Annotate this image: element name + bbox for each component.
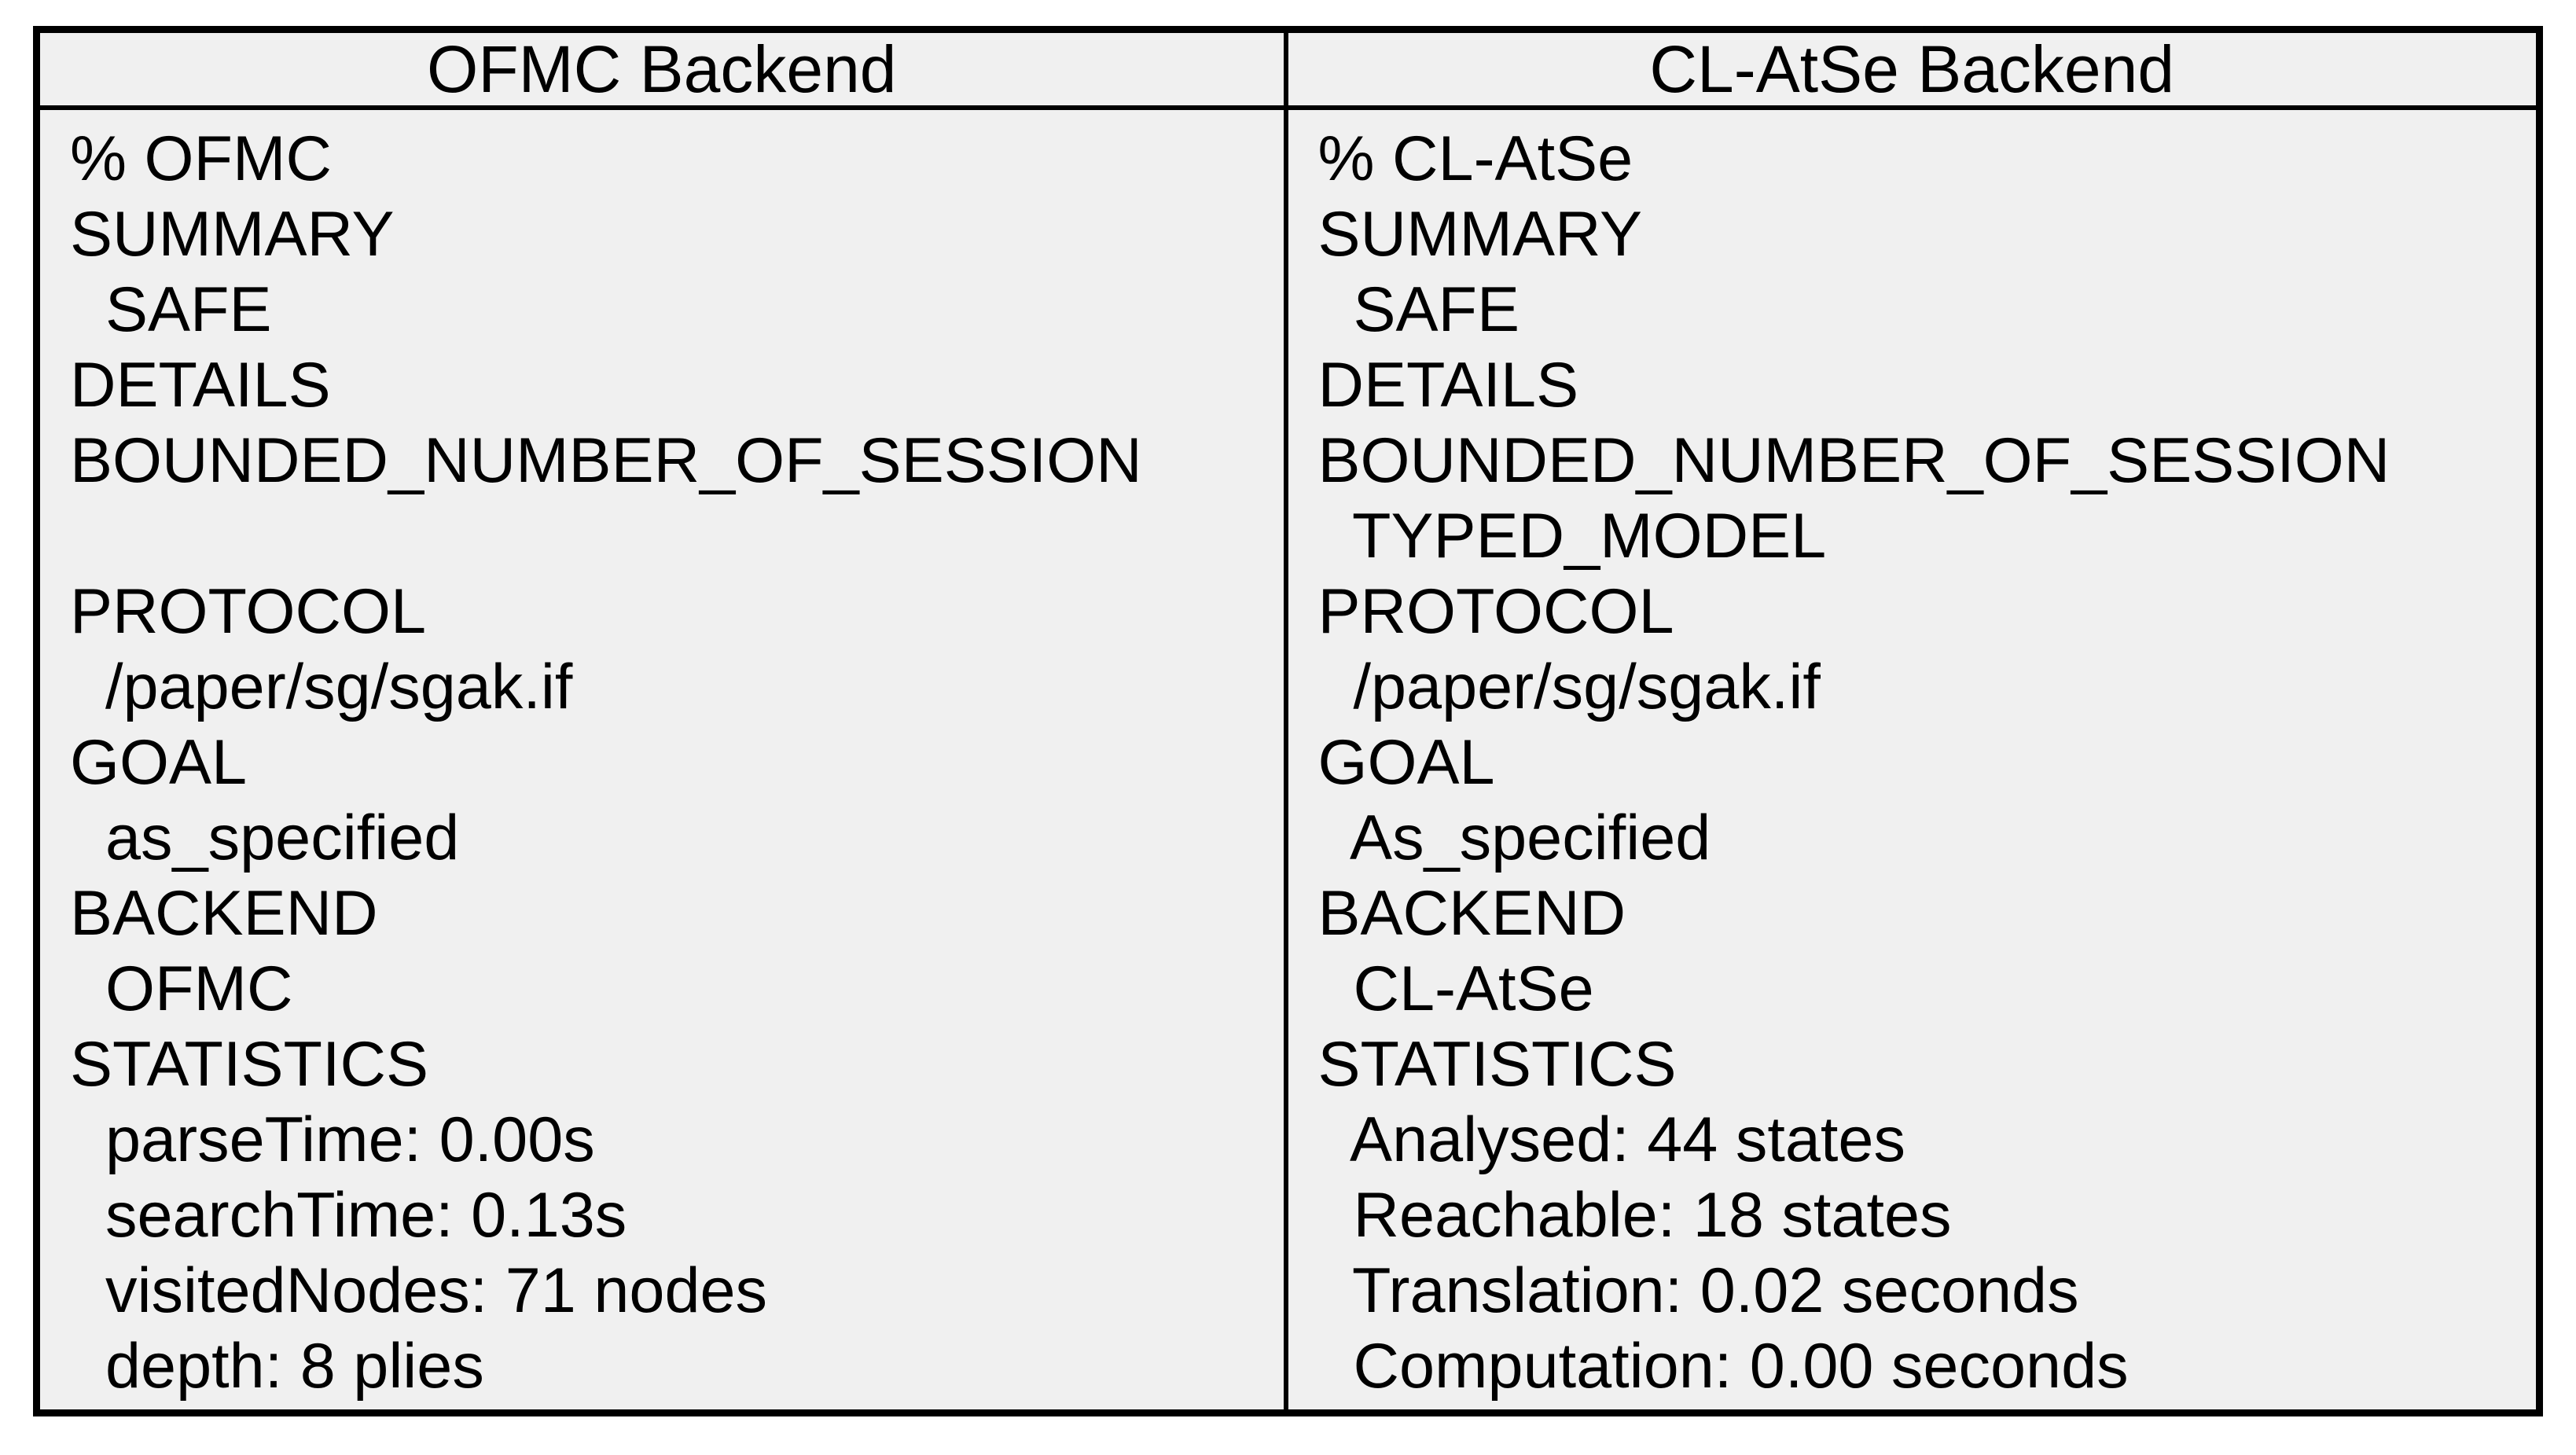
output-line: /paper/sg/sgak.if bbox=[1317, 652, 1821, 722]
output-line: as_specified bbox=[70, 803, 460, 873]
output-line: GOAL bbox=[1317, 727, 1495, 798]
output-line-blank bbox=[70, 498, 1284, 574]
output-line: % OFMC bbox=[70, 123, 332, 194]
output-line: visitedNodes: 71 nodes bbox=[70, 1255, 768, 1326]
output-line: Translation: 0.02 seconds bbox=[1317, 1255, 2079, 1326]
output-line: TYPED_MODEL bbox=[1317, 501, 1827, 571]
output-line: searchTime: 0.13s bbox=[70, 1180, 627, 1251]
output-line: STATISTICS bbox=[70, 1029, 429, 1100]
output-line: SUMMARY bbox=[70, 199, 395, 270]
clatse-output-cell: % CL-AtSe SUMMARY SAFE DETAILS BOUNDED_N… bbox=[1288, 110, 2536, 1409]
output-line: CL-AtSe bbox=[1317, 953, 1594, 1024]
output-line: As_specified bbox=[1317, 803, 1711, 873]
output-line: parseTime: 0.00s bbox=[70, 1104, 595, 1175]
ofmc-output-cell: % OFMC SUMMARY SAFE DETAILS BOUNDED_NUMB… bbox=[40, 110, 1288, 1409]
output-line: PROTOCOL bbox=[1317, 576, 1674, 647]
output-line: DETAILS bbox=[1317, 350, 1579, 421]
column-header-ofmc: OFMC Backend bbox=[40, 33, 1288, 110]
output-line: BOUNDED_NUMBER_OF_SESSION bbox=[70, 425, 1142, 496]
column-header-ofmc-label: OFMC Backend bbox=[426, 32, 897, 106]
output-line: OFMC bbox=[70, 953, 293, 1024]
output-line: Computation: 0.00 seconds bbox=[1317, 1331, 2129, 1402]
output-line: Reachable: 18 states bbox=[1317, 1180, 1952, 1251]
output-line: DETAILS bbox=[70, 350, 331, 421]
output-line: BOUNDED_NUMBER_OF_SESSION bbox=[1317, 425, 2390, 496]
output-line: Analysed: 44 states bbox=[1317, 1104, 1905, 1175]
output-line: % CL-AtSe bbox=[1317, 123, 1633, 194]
column-header-clatse-label: CL-AtSe Backend bbox=[1649, 32, 2175, 106]
output-line: PROTOCOL bbox=[70, 576, 427, 647]
output-line: STATISTICS bbox=[1317, 1029, 1677, 1100]
backend-comparison-table: OFMC Backend CL-AtSe Backend % OFMC SUMM… bbox=[33, 26, 2543, 1416]
output-line: /paper/sg/sgak.if bbox=[70, 652, 573, 722]
output-line: BACKEND bbox=[1317, 878, 1626, 949]
output-line: SAFE bbox=[1317, 274, 1520, 345]
output-line: depth: 8 plies bbox=[70, 1331, 484, 1402]
output-line: SAFE bbox=[70, 274, 272, 345]
output-line: GOAL bbox=[70, 727, 248, 798]
column-header-clatse: CL-AtSe Backend bbox=[1288, 32, 2536, 110]
output-line: SUMMARY bbox=[1317, 199, 1643, 270]
output-line: BACKEND bbox=[70, 878, 378, 949]
